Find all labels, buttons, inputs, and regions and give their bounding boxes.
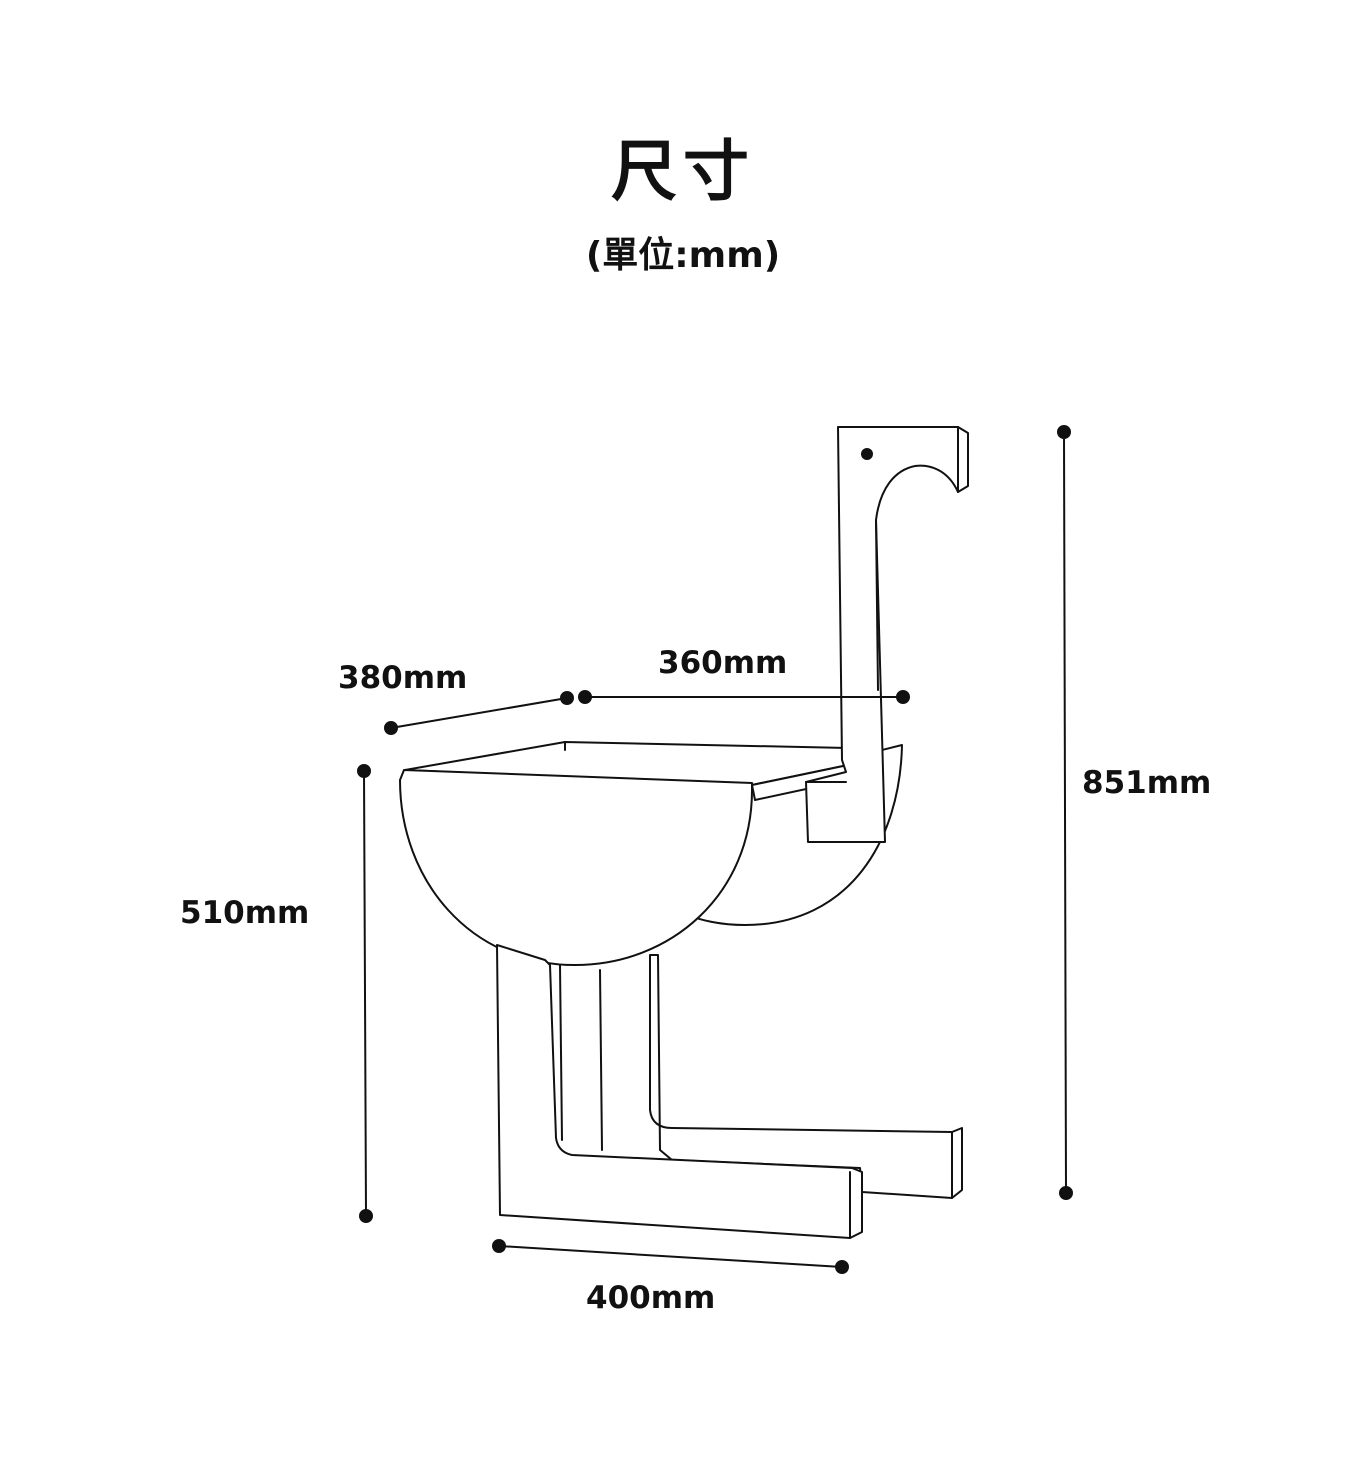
seat-width-dimension-line xyxy=(578,690,910,704)
unit-subtitle: (單位:mm) xyxy=(585,235,781,276)
depth-label: 380mm xyxy=(338,660,468,696)
overall-height-dimension-line xyxy=(1057,425,1073,1200)
front-body-disc xyxy=(399,769,753,966)
seat-height-dimension-line xyxy=(357,764,373,1223)
neck-plank xyxy=(805,426,969,843)
base-width-dimension-line xyxy=(492,1239,849,1274)
depth-dimension-line xyxy=(384,691,574,735)
seat-width-label: 360mm xyxy=(658,645,788,681)
page-title: 尺寸 xyxy=(611,133,755,210)
base-width-label: 400mm xyxy=(586,1280,716,1316)
neck-bolt-dot xyxy=(861,448,873,460)
overall-height-label: 851mm xyxy=(1082,765,1212,801)
front-leg xyxy=(496,944,863,1239)
seat-height-label: 510mm xyxy=(180,895,310,931)
